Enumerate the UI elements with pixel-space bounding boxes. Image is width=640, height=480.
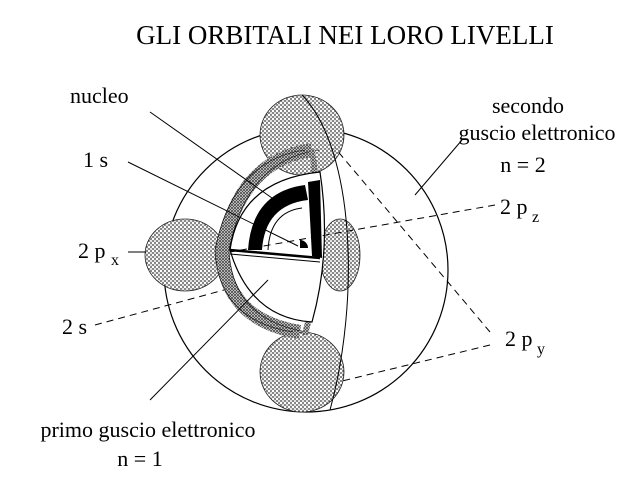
- svg-text:2 p: 2 p: [500, 194, 528, 219]
- orbital-1s: [248, 180, 322, 258]
- label-nucleo: nucleo: [70, 83, 129, 108]
- svg-text:primo guscio elettronico: primo guscio elettronico: [40, 417, 255, 442]
- label-2s: 2 s: [62, 314, 87, 339]
- svg-text:y: y: [537, 341, 545, 358]
- leader-lines: [94, 111, 496, 401]
- leader-2py-top: [334, 147, 491, 333]
- label-second-shell: secondo guscio elettronico n = 2: [458, 93, 615, 177]
- svg-text:guscio elettronico: guscio elettronico: [458, 120, 615, 145]
- diagram-title: GLI ORBITALI NEI LORO LIVELLI: [136, 20, 554, 50]
- leader-1s: [127, 161, 299, 247]
- leader-2pz: [229, 204, 496, 253]
- svg-text:2 p: 2 p: [505, 326, 533, 351]
- first-shell-cutaway: [229, 171, 326, 323]
- leader-first-shell: [149, 279, 269, 401]
- orbital-2px: [144, 218, 361, 292]
- svg-text:2 p: 2 p: [78, 238, 106, 263]
- svg-text:secondo: secondo: [492, 93, 564, 118]
- label-first-shell: primo guscio elettronico n = 1: [40, 417, 255, 471]
- leader-2py-bottom: [337, 344, 491, 383]
- svg-text:z: z: [532, 209, 539, 226]
- label-1s: 1 s: [83, 147, 108, 172]
- label-2px: 2 p x: [78, 238, 119, 269]
- svg-text:x: x: [111, 252, 119, 269]
- leader-second-shell: [414, 139, 463, 196]
- orbital-2pz-outline: [301, 94, 349, 411]
- label-2py: 2 p y: [505, 326, 545, 358]
- nucleus: [300, 240, 308, 248]
- orbital-2px-right-lobe: [319, 218, 361, 292]
- leader-nucleo: [149, 111, 273, 199]
- svg-text:n = 2: n = 2: [500, 152, 545, 177]
- label-2pz: 2 p z: [500, 194, 539, 226]
- orbital-2px-left-lobe: [144, 218, 226, 292]
- svg-text:n = 1: n = 1: [117, 446, 162, 471]
- leader-2s: [94, 289, 225, 326]
- orbital-2py-bottom-lobe: [259, 331, 345, 413]
